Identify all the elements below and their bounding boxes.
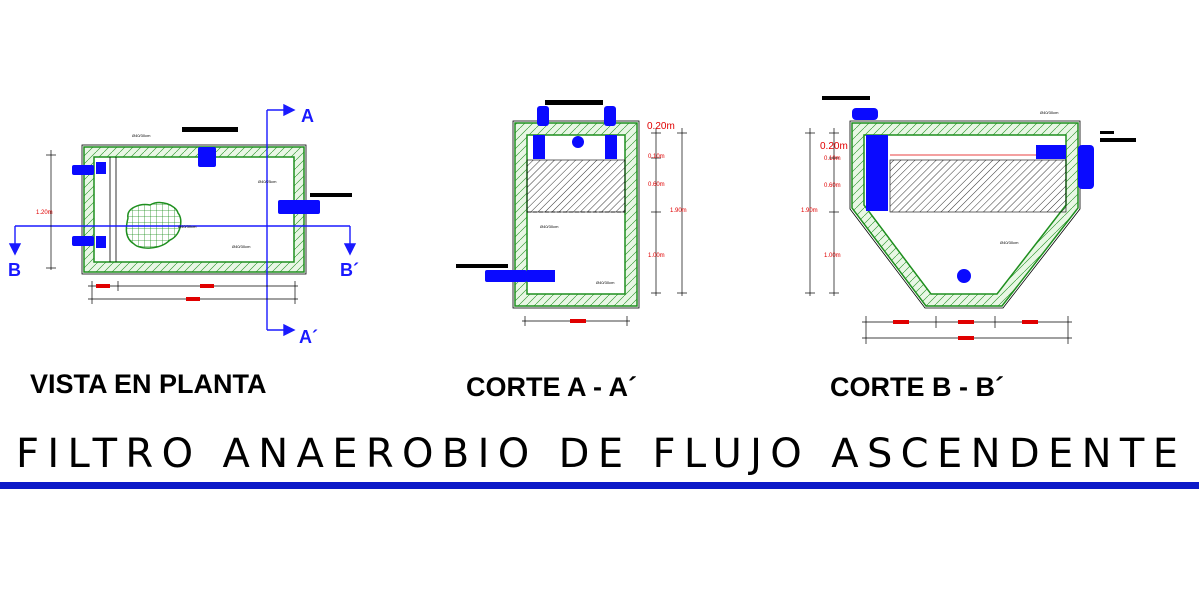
drawing-title: FILTRO ANAEROBIO DE FLUJO ASCENDENTE bbox=[16, 431, 1184, 477]
plan-pipes bbox=[72, 147, 320, 248]
cut-label-a-bottom: A´ bbox=[299, 327, 318, 347]
section-b-dim-4: 1.00m bbox=[824, 253, 841, 259]
section-b-tags: Ø40/30cm Ø40/30cm bbox=[1000, 110, 1059, 245]
section-a-dim-2: 0.10m bbox=[648, 154, 665, 160]
svg-text:Ø40/30cm: Ø40/30cm bbox=[232, 244, 251, 249]
plan-cover-bar bbox=[182, 127, 238, 132]
svg-text:Ø40/25cm: Ø40/25cm bbox=[258, 179, 277, 184]
section-b-outlet-bar bbox=[1100, 138, 1136, 142]
section-a-pipes bbox=[485, 106, 617, 282]
svg-text:Ø40/30cm: Ø40/30cm bbox=[132, 133, 151, 138]
svg-text:Ø40/30cm: Ø40/30cm bbox=[1000, 240, 1019, 245]
section-b-pipe-circle bbox=[957, 269, 971, 283]
section-b-caption: CORTE B - B´ bbox=[830, 372, 1004, 402]
section-b-cover-bar bbox=[822, 96, 870, 100]
title-underline bbox=[0, 482, 1199, 489]
section-b-view: 0.20m 0.10m 0.60m 1.00m 1.90m Ø40/30cm Ø… bbox=[801, 96, 1136, 402]
section-b-pipes bbox=[852, 108, 1094, 211]
section-a-tags: Ø40/30cm Ø40/30cm bbox=[540, 224, 615, 285]
section-b-dim-total: 1.90m bbox=[801, 208, 818, 214]
section-b-red-dim-marks bbox=[893, 320, 1038, 340]
section-a-dim-top: 0.20m bbox=[647, 121, 675, 132]
section-a-dim-3: 0.60m bbox=[648, 182, 665, 188]
section-b-filter-media bbox=[889, 159, 1067, 213]
section-a-inlet-bar bbox=[456, 264, 508, 268]
plan-cut-line-a bbox=[266, 103, 296, 337]
svg-text:Ø40/30cm: Ø40/30cm bbox=[596, 280, 615, 285]
plan-view: A A´ B B´ 1.20m Ø40/30cm Ø40/25cm Ø40/30… bbox=[8, 103, 359, 399]
cut-label-b-right: B´ bbox=[340, 260, 359, 280]
section-a-dim-total: 1.90m bbox=[670, 208, 687, 214]
plan-outlet-bar bbox=[310, 193, 352, 197]
section-a-dim-4: 1.00m bbox=[648, 253, 665, 259]
section-a-caption: CORTE A - A´ bbox=[466, 372, 637, 402]
svg-text:Ø40/30cm: Ø40/30cm bbox=[1040, 110, 1059, 115]
plan-caption: VISTA EN PLANTA bbox=[30, 369, 267, 399]
plan-tags: Ø40/30cm Ø40/25cm Ø40/30cm Ø40/30cm bbox=[132, 133, 277, 249]
plan-dim-height: 1.20m bbox=[36, 210, 53, 216]
plan-red-dim-marks bbox=[96, 284, 214, 301]
svg-text:Ø40/30cm: Ø40/30cm bbox=[540, 224, 559, 229]
section-a-filter-media bbox=[526, 159, 626, 213]
plan-walls bbox=[81, 144, 307, 275]
section-a-red-dim-mark bbox=[570, 319, 586, 323]
section-b-dim-3: 0.60m bbox=[824, 183, 841, 189]
cut-label-b-left: B bbox=[8, 260, 21, 280]
section-a-view: 0.20m 0.10m 0.60m 1.00m 1.90m Ø40/30cm Ø… bbox=[456, 100, 687, 402]
section-a-cover-bar bbox=[545, 100, 603, 105]
section-b-dim-2: 0.10m bbox=[824, 156, 841, 162]
svg-text:Ø40/30cm: Ø40/30cm bbox=[178, 224, 197, 229]
section-b-dim-top: 0.20m bbox=[820, 141, 848, 152]
cut-label-a-top: A bbox=[301, 106, 314, 126]
plan-cut-line-b bbox=[8, 225, 357, 256]
section-a-pipe-circle bbox=[572, 136, 584, 148]
